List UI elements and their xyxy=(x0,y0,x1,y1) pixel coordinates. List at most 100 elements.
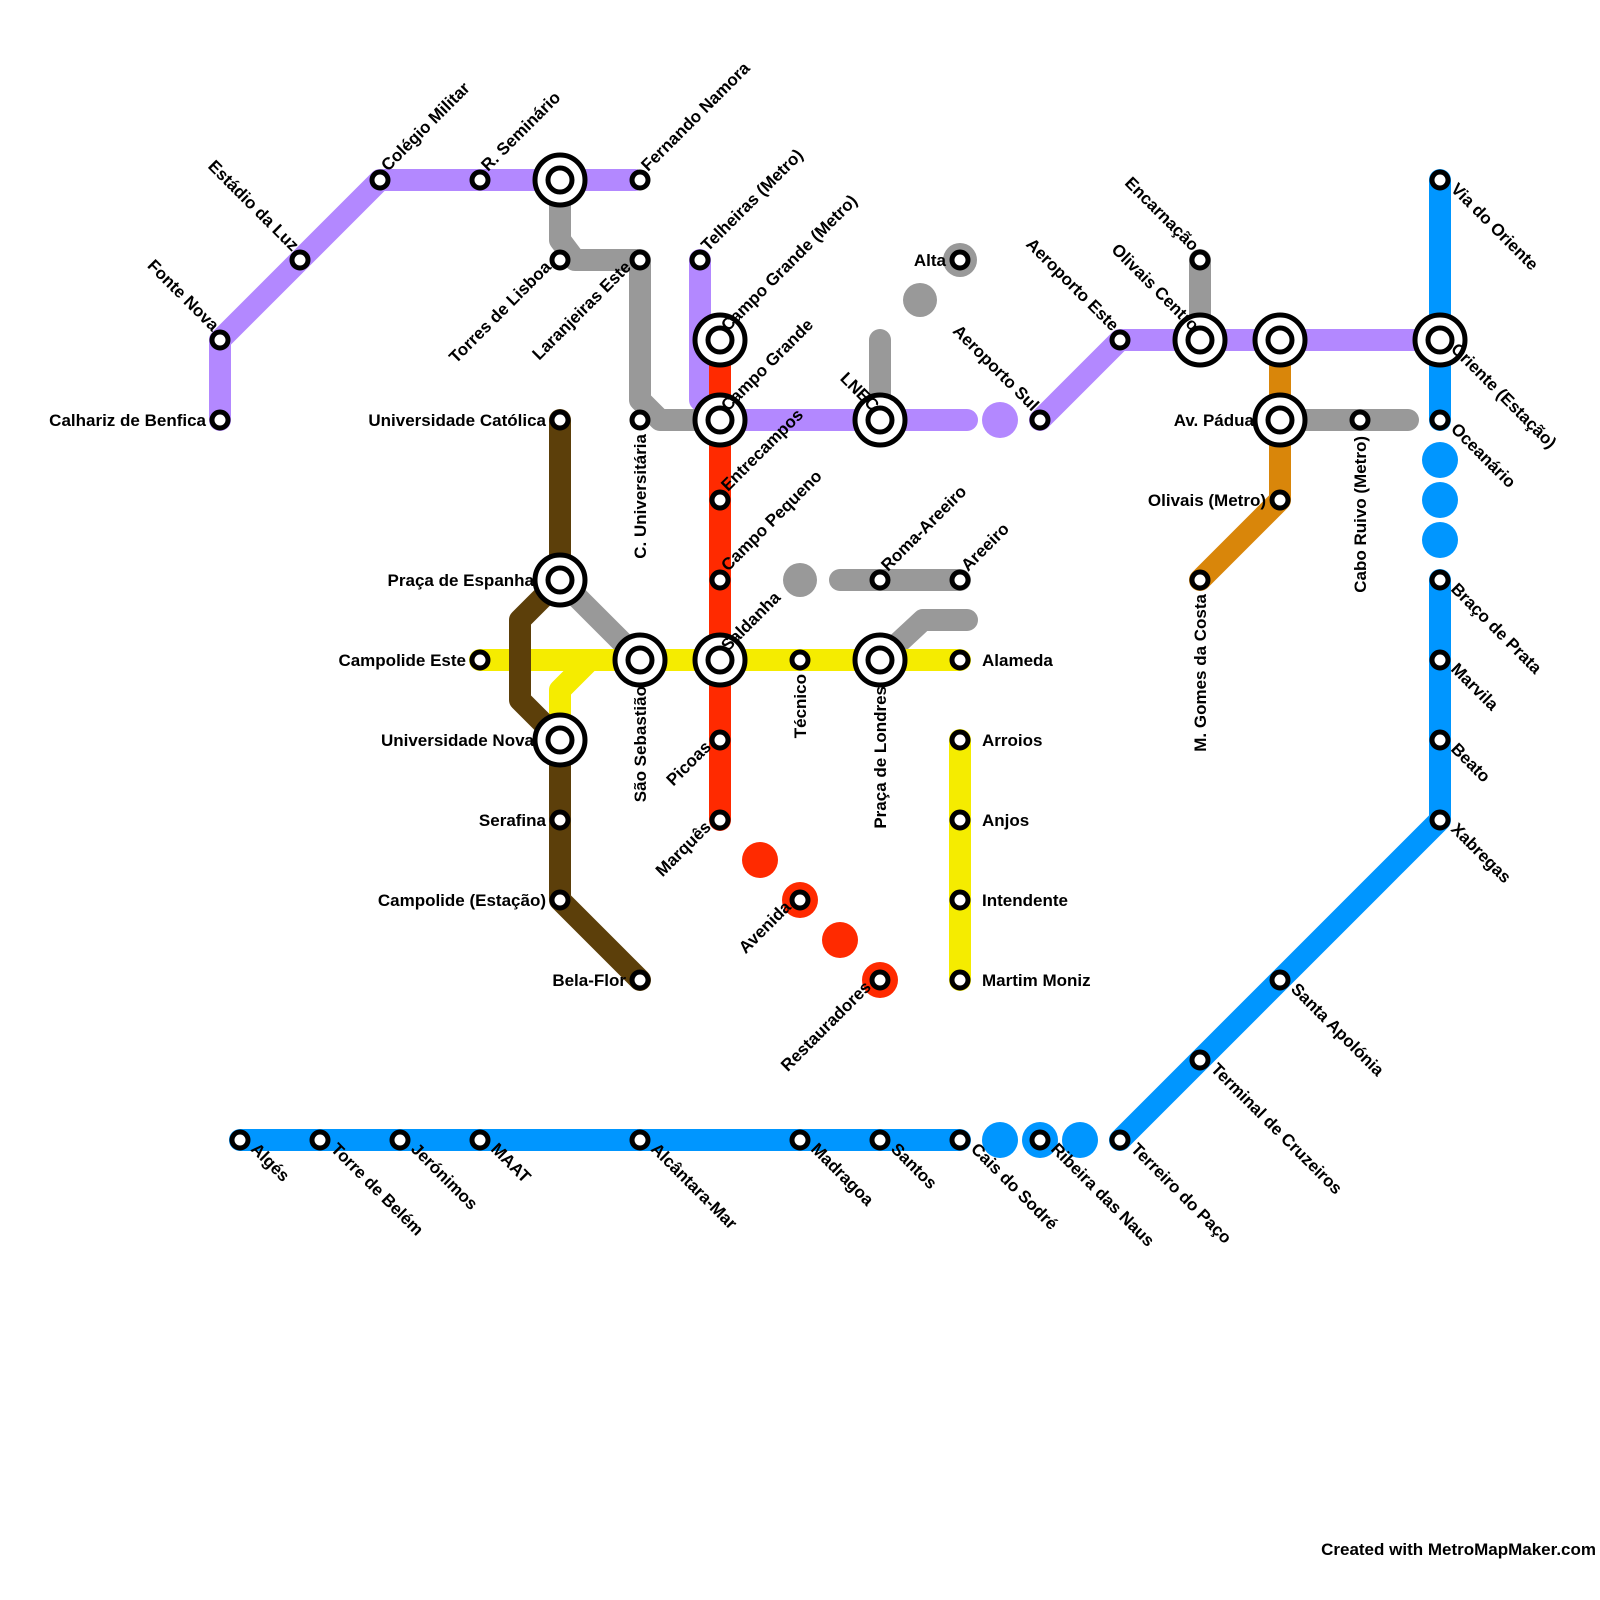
station-label-universidade-nova: Universidade Nova xyxy=(381,731,535,750)
station-label-martim-moniz: Martim Moniz xyxy=(982,971,1091,990)
station-label-restauradores: Restauradores xyxy=(777,977,875,1075)
blue-marker-dot xyxy=(1422,482,1458,518)
red-marker-dot xyxy=(742,842,778,878)
station-alta-marker[interactable] xyxy=(949,249,971,271)
station-label-campolide-estacao: Campolide (Estação) xyxy=(378,891,546,910)
station-label-sao-sebastiao: São Sebastião xyxy=(631,686,650,802)
interchange-praca-londres-inner[interactable] xyxy=(865,645,895,675)
orange-line xyxy=(1189,329,1291,591)
station-serafina-marker[interactable] xyxy=(549,809,571,831)
interchange-lnec-inner[interactable] xyxy=(865,405,895,435)
station-arroios-marker[interactable] xyxy=(949,729,971,751)
interchange-olivais-centro-inner[interactable] xyxy=(1185,325,1215,355)
station-fernando-namora-marker[interactable] xyxy=(629,169,651,191)
station-beato-marker[interactable] xyxy=(1429,729,1451,751)
station-calhariz-marker[interactable] xyxy=(209,409,231,431)
station-santa-apolonia-marker[interactable] xyxy=(1269,969,1291,991)
interchange-saldanha-inner[interactable] xyxy=(705,645,735,675)
station-roma-areeiro-marker[interactable] xyxy=(869,569,891,591)
station-braco-prata-marker[interactable] xyxy=(1429,569,1451,591)
station-label-picoas: Picoas xyxy=(663,737,715,789)
station-universidade-catolica-marker[interactable] xyxy=(549,409,571,431)
station-colegio-militar-marker[interactable] xyxy=(369,169,391,191)
station-campo-pequeno-marker[interactable] xyxy=(709,569,731,591)
gray-marker-dot xyxy=(903,283,937,317)
station-areeiro-marker[interactable] xyxy=(949,569,971,591)
interchange-seminario-int-inner[interactable] xyxy=(545,165,575,195)
station-torre-belem-marker[interactable] xyxy=(309,1129,331,1151)
station-c-universitaria-marker[interactable] xyxy=(629,409,651,431)
station-entrecampos-marker[interactable] xyxy=(709,489,731,511)
station-anjos-marker[interactable] xyxy=(949,809,971,831)
station-markers xyxy=(209,152,1468,1151)
blue-marker-dot xyxy=(982,1122,1018,1158)
interchange-praca-espanha-inner[interactable] xyxy=(545,565,575,595)
station-marvila-marker[interactable] xyxy=(1429,649,1451,671)
station-olivais-metro-marker[interactable] xyxy=(1269,489,1291,511)
credit-text: Created with MetroMapMaker.com xyxy=(1321,1540,1596,1559)
station-label-calhariz: Calhariz de Benfica xyxy=(49,411,206,430)
blue-marker-dot xyxy=(1422,442,1458,478)
interchange-sao-sebastiao-inner[interactable] xyxy=(625,645,655,675)
station-encarnacao-marker[interactable] xyxy=(1189,249,1211,271)
station-santos-marker[interactable] xyxy=(869,1129,891,1151)
station-label-serafina: Serafina xyxy=(479,811,547,830)
station-alcantara-mar-marker[interactable] xyxy=(629,1129,651,1151)
station-cais-sodre-marker[interactable] xyxy=(949,1129,971,1151)
station-aeroporto-este-marker[interactable] xyxy=(1109,329,1131,351)
station-r-seminario-marker[interactable] xyxy=(469,169,491,191)
station-marques-marker[interactable] xyxy=(709,809,731,831)
station-campolide-estacao-marker[interactable] xyxy=(549,889,571,911)
station-label-areeiro: Areeiro xyxy=(957,519,1013,575)
station-label-campolide-este: Campolide Este xyxy=(338,651,466,670)
interchange-campo-grande-metro-inner[interactable] xyxy=(705,325,735,355)
station-madragoa-marker[interactable] xyxy=(789,1129,811,1151)
station-estadio-luz-marker[interactable] xyxy=(289,249,311,271)
station-label-beato: Beato xyxy=(1447,739,1494,786)
station-laranjeiras-este-marker[interactable] xyxy=(629,249,651,271)
red-marker-dot xyxy=(822,922,858,958)
station-fonte-nova-marker[interactable] xyxy=(209,329,231,351)
station-torres-lisboa-marker[interactable] xyxy=(549,249,571,271)
station-martim-moniz-marker[interactable] xyxy=(949,969,971,991)
station-alameda-marker[interactable] xyxy=(949,649,971,671)
blue-marker-dot xyxy=(1422,522,1458,558)
station-restauradores-marker[interactable] xyxy=(869,969,891,991)
station-campolide-este-marker[interactable] xyxy=(469,649,491,671)
station-label-bela-flor: Bela-Flor xyxy=(552,971,626,990)
gray-marker-dot xyxy=(783,563,817,597)
station-label-estadio-luz: Estádio da Luz xyxy=(204,157,302,255)
station-label-terminal-cruzeiros: Terminal de Cruzeiros xyxy=(1207,1059,1346,1198)
station-label-praca-espanha: Praça de Espanha xyxy=(388,571,535,590)
station-cabo-ruivo-marker[interactable] xyxy=(1349,409,1371,431)
interchange-campo-grande-inner[interactable] xyxy=(705,405,735,435)
station-ribeira-naus-marker[interactable] xyxy=(1029,1129,1051,1151)
station-label-marvila: Marvila xyxy=(1447,659,1502,714)
station-label-avenida: Avenida xyxy=(735,897,795,957)
station-alges-marker[interactable] xyxy=(229,1129,251,1151)
interchange-universidade-nova-inner[interactable] xyxy=(545,725,575,755)
station-telheiras-marker[interactable] xyxy=(689,249,711,271)
station-avenida-marker[interactable] xyxy=(789,889,811,911)
station-terreiro-paco-marker[interactable] xyxy=(1109,1129,1131,1151)
interchange-av-padua-inner[interactable] xyxy=(1265,405,1295,435)
station-bela-flor-marker[interactable] xyxy=(629,969,651,991)
station-terminal-cruzeiros-marker[interactable] xyxy=(1189,1049,1211,1071)
station-label-alcantara-mar: Alcântara-Mar xyxy=(647,1139,741,1233)
interchange-pad-north-inner[interactable] xyxy=(1265,325,1295,355)
station-via-oriente-marker[interactable] xyxy=(1429,169,1451,191)
station-label-olivais-metro: Olivais (Metro) xyxy=(1148,491,1266,510)
station-m-gomes-costa-marker[interactable] xyxy=(1189,569,1211,591)
interchange-oriente-inner[interactable] xyxy=(1425,325,1455,355)
station-picoas-marker[interactable] xyxy=(709,729,731,751)
station-oceanario-marker[interactable] xyxy=(1429,409,1451,431)
station-label-universidade-catolica: Universidade Católica xyxy=(368,411,546,430)
station-label-tecnico: Técnico xyxy=(791,674,810,738)
station-tecnico-marker[interactable] xyxy=(789,649,811,671)
station-maat-marker[interactable] xyxy=(469,1129,491,1151)
station-aeroporto-sul-marker[interactable] xyxy=(1029,409,1051,431)
station-label-oceanario: Oceanário xyxy=(1447,419,1519,491)
station-intendente-marker[interactable] xyxy=(949,889,971,911)
station-jeronimos-marker[interactable] xyxy=(389,1129,411,1151)
station-xabregas-marker[interactable] xyxy=(1429,809,1451,831)
